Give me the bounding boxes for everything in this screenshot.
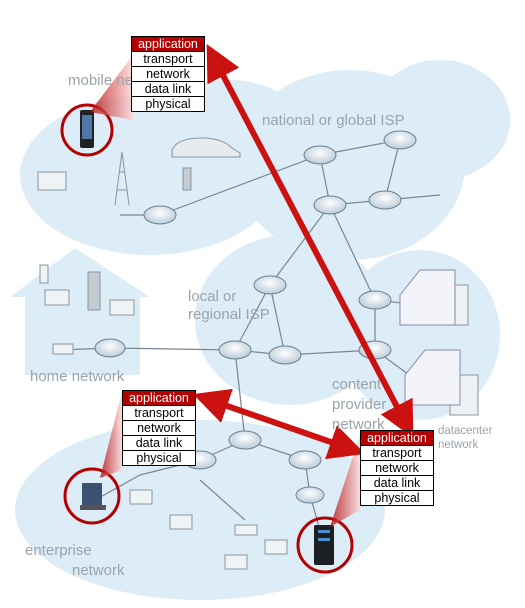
datacenter-label-2: network xyxy=(438,439,479,451)
router xyxy=(295,486,325,504)
enterprise-host xyxy=(63,467,121,525)
national-isp-region xyxy=(235,60,510,260)
laptop-icon xyxy=(169,514,193,530)
layer-application: application xyxy=(131,36,205,52)
layer-application: application xyxy=(360,430,434,446)
content-provider-label-1: content xyxy=(332,376,382,393)
protocol-stack-enterprise: application transport network data link … xyxy=(122,390,196,466)
layer-application: application xyxy=(122,390,196,406)
arrow-enterprise-to-server xyxy=(192,388,366,460)
content-provider-label-2: provider xyxy=(332,396,387,413)
highlight-ring xyxy=(296,516,354,574)
communication-arrows xyxy=(192,44,414,460)
enterprise-label-1: enterprise xyxy=(25,542,92,559)
router xyxy=(313,195,347,215)
layer-data-link: data link xyxy=(360,476,434,491)
router xyxy=(368,190,402,210)
wifi-router-icon xyxy=(234,524,258,536)
server-rack-icon xyxy=(87,271,101,311)
layer-transport: transport xyxy=(122,406,196,421)
laptop-icon xyxy=(224,554,248,570)
traffic-light-icon xyxy=(182,167,192,191)
layer-network: network xyxy=(360,461,434,476)
cell-tower-icon xyxy=(114,151,130,206)
layer-transport: transport xyxy=(360,446,434,461)
router xyxy=(94,338,126,358)
server-tower-icon xyxy=(314,525,334,565)
highlight-ring xyxy=(60,103,114,157)
protocol-stack-server: application transport network data link … xyxy=(360,430,434,506)
local-isp-label-2: regional ISP xyxy=(188,306,270,323)
mobile-host xyxy=(60,103,114,157)
server-host xyxy=(296,516,354,574)
router xyxy=(143,205,177,225)
national-isp-label: national or global ISP xyxy=(262,112,405,129)
phone-icon xyxy=(39,264,49,284)
laptop-icon xyxy=(129,489,153,505)
wifi-router-icon xyxy=(52,343,74,355)
laptop-icon xyxy=(264,539,288,555)
layer-transport: transport xyxy=(131,52,205,67)
enterprise-label-2: network xyxy=(72,562,125,579)
home-network-label: home network xyxy=(30,368,125,385)
datacenter-label-1: datacenter xyxy=(438,425,493,437)
router xyxy=(253,275,287,295)
laptop-icon xyxy=(109,299,135,316)
router xyxy=(303,145,337,165)
layer-network: network xyxy=(122,421,196,436)
router xyxy=(268,345,302,365)
layer-physical: physical xyxy=(360,491,434,506)
arrow-mobile-to-datacenter xyxy=(206,44,414,438)
layer-physical: physical xyxy=(122,451,196,466)
router xyxy=(218,340,252,360)
router xyxy=(383,130,417,150)
router xyxy=(288,450,322,470)
router xyxy=(228,430,262,450)
laptop-icon xyxy=(37,171,67,191)
desktop-monitor-icon xyxy=(82,483,102,505)
layer-data-link: data link xyxy=(122,436,196,451)
layer-physical: physical xyxy=(131,97,205,112)
callout-cone xyxy=(100,392,122,478)
laptop-icon xyxy=(44,289,70,306)
local-isp-label-1: local or xyxy=(188,288,237,305)
highlight-ring xyxy=(63,467,121,525)
layer-network: network xyxy=(131,67,205,82)
router xyxy=(358,290,392,310)
callout-cone xyxy=(90,55,133,120)
protocol-stack-mobile: application transport network data link … xyxy=(131,36,205,112)
content-provider-label-3: network xyxy=(332,416,385,433)
layer-data-link: data link xyxy=(131,82,205,97)
